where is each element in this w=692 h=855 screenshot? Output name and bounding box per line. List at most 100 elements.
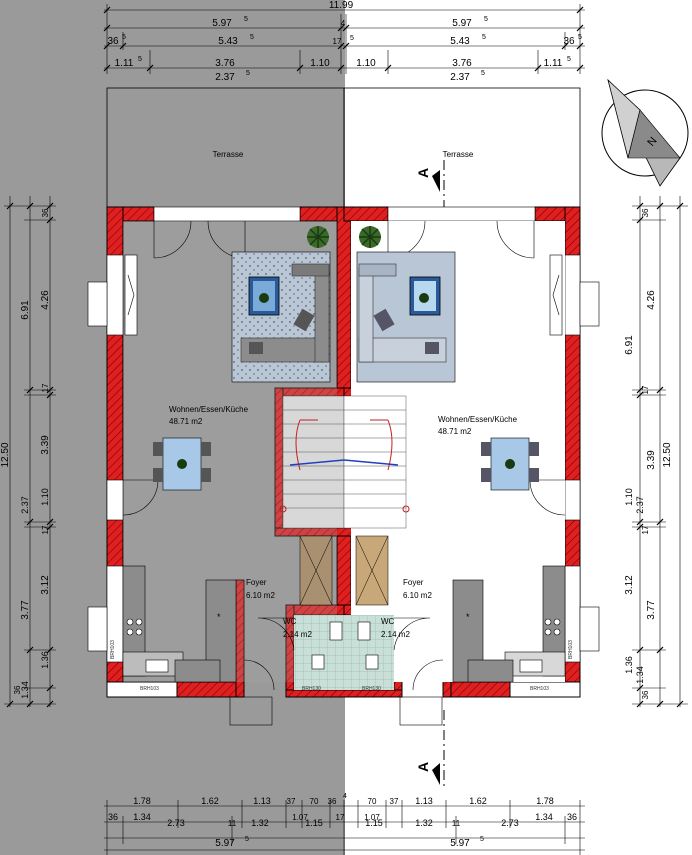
staircase-right <box>343 395 410 606</box>
dim-left-f: 1.10 <box>40 488 50 506</box>
dim-top-mid: 4 <box>341 19 346 28</box>
entry-doors <box>229 659 444 726</box>
dining-table-right <box>481 437 539 491</box>
wc-right <box>344 615 431 690</box>
dim-left-b: 4.26 <box>40 290 51 310</box>
dim-bottom: 2.73 <box>167 818 185 828</box>
staircase-left <box>279 395 345 606</box>
section-marker-bottom: A <box>415 710 445 790</box>
dim-top-row2-e: 36 <box>563 36 575 47</box>
brh-label: BRH103 <box>140 686 159 692</box>
dim-right-d: 17 <box>641 385 650 394</box>
dim-bottom: 1.13 <box>253 796 271 806</box>
dim-sup: 5 <box>245 836 249 843</box>
room-name-living-right: Wohnen/Essen/Küche <box>438 415 518 424</box>
dim-bottom: 1.15 <box>305 818 323 828</box>
bottom-dimensions: 1.78 1.62 1.13 37 70 36 4 70 37 1.13 1.6… <box>104 793 585 855</box>
dim-bottom: 36 <box>328 797 337 806</box>
dim-left-l: 1.34 <box>20 681 30 699</box>
dim-left-k: 1.36 <box>40 651 50 669</box>
dim-sup: 5 <box>138 56 142 63</box>
dim-bottom: 17 <box>336 813 345 822</box>
dim-bottom: 70 <box>368 797 377 806</box>
terrace-label-left: Terrasse <box>213 150 244 159</box>
lounge-area-left <box>231 251 331 383</box>
kitchen-left: * <box>122 565 237 683</box>
dim-total-width: 11.99 <box>329 0 354 11</box>
dim-bottom: 1.34 <box>535 812 553 822</box>
dim-sup: 5 <box>482 34 486 41</box>
room-area-foyer-right: 6.10 m2 <box>403 591 432 600</box>
dim-right-m: 36 <box>641 690 650 699</box>
dim-right-e: 3.39 <box>646 450 657 470</box>
dim-bottom: 11 <box>228 819 237 828</box>
dim-sup: 5 <box>567 56 571 63</box>
dim-bottom: 1.13 <box>415 796 433 806</box>
dim-right-l: 1.34 <box>635 666 645 684</box>
dim-bottom: 1.07 <box>292 813 308 822</box>
dim-sup: 5 <box>480 836 484 843</box>
svg-text:*: * <box>466 612 470 622</box>
dim-right-j: 3.77 <box>646 600 657 620</box>
brh-label: BRH130 <box>362 686 381 692</box>
dim-right-k: 1.36 <box>624 656 634 674</box>
brh-label: BRH103 <box>530 686 549 692</box>
dim-right-a: 36 <box>641 208 650 217</box>
section-marker-top: A <box>415 160 445 208</box>
dim-right-total: 12.50 <box>662 442 673 467</box>
dim-bottom: 1.62 <box>469 796 487 806</box>
dim-sup: 5 <box>246 70 250 77</box>
dim-left-c: 6.91 <box>20 300 31 320</box>
dim-right-h: 17 <box>641 525 650 534</box>
dim-top-right: 5.97 <box>452 18 472 29</box>
dim-top-row4-right: 2.37 <box>450 72 470 83</box>
dim-bottom: 37 <box>287 797 296 806</box>
room-area-foyer-left: 6.10 m2 <box>246 591 275 600</box>
dim-top-row2-c: 17 <box>333 37 342 46</box>
dim-sup: 5 <box>350 35 354 42</box>
dim-sup: 5 <box>481 70 485 77</box>
dim-left-m: 36 <box>13 685 22 694</box>
room-area-living-right: 48.71 m2 <box>438 427 472 436</box>
dim-right-f: 1.10 <box>624 488 634 506</box>
room-labels: Wohnen/Essen/Küche 48.71 m2 Wohnen/Essen… <box>110 405 574 692</box>
dim-right-c: 6.91 <box>624 335 635 355</box>
dim-right-g: 2.37 <box>635 496 645 514</box>
room-name-living-left: Wohnen/Essen/Küche <box>169 405 249 414</box>
dim-left-a: 36 <box>41 208 50 217</box>
svg-text:A: A <box>415 762 431 772</box>
lounge-area-right <box>356 251 456 383</box>
room-name-wc-left: WC <box>283 617 297 626</box>
left-dimensions: 12.50 36 4.26 3.39 1.10 3.12 17 17 1.36 … <box>0 196 56 708</box>
dim-sup: 5 <box>244 16 248 23</box>
dim-left-d: 17 <box>41 383 50 392</box>
right-dimensions: 36 4.26 6.91 17 3.39 1.10 2.37 17 3.12 3… <box>624 196 688 708</box>
dim-top-row3-d: 1.10 <box>356 58 376 69</box>
dim-top-row4-left: 2.37 <box>215 72 235 83</box>
top-dimensions: 11.99 5.97 5 4 5.97 5 36 5 5.43 5 17 5 5… <box>103 0 585 83</box>
room-name-wc-right: WC <box>381 617 395 626</box>
plant-icon-right <box>359 226 381 248</box>
svg-text:*: * <box>217 612 221 622</box>
dim-bottom: 1.15 <box>365 818 383 828</box>
dim-bottom: 1.32 <box>415 818 433 828</box>
dim-bottom-total-left: 5.97 <box>215 838 235 849</box>
dim-top-row2-d: 5.43 <box>450 36 470 47</box>
room-name-foyer-left: Foyer <box>246 578 267 587</box>
dim-bottom: 1.32 <box>251 818 269 828</box>
dim-left-j: 3.77 <box>20 600 31 620</box>
dim-bottom: 2.73 <box>501 818 519 828</box>
dim-bottom: 1.78 <box>133 796 151 806</box>
dim-sup: 5 <box>484 16 488 23</box>
dim-sup: 5 <box>122 34 126 41</box>
plant-icon-left <box>307 226 329 248</box>
dim-bottom: 11 <box>452 819 461 828</box>
dim-bottom: 1.78 <box>536 796 554 806</box>
svg-text:A: A <box>415 168 431 178</box>
dim-top-left: 5.97 <box>212 18 232 29</box>
dim-top-row3-c: 1.10 <box>310 58 330 69</box>
dim-bottom: 36 <box>108 812 118 822</box>
dim-top-row2-a: 36 <box>107 36 119 47</box>
